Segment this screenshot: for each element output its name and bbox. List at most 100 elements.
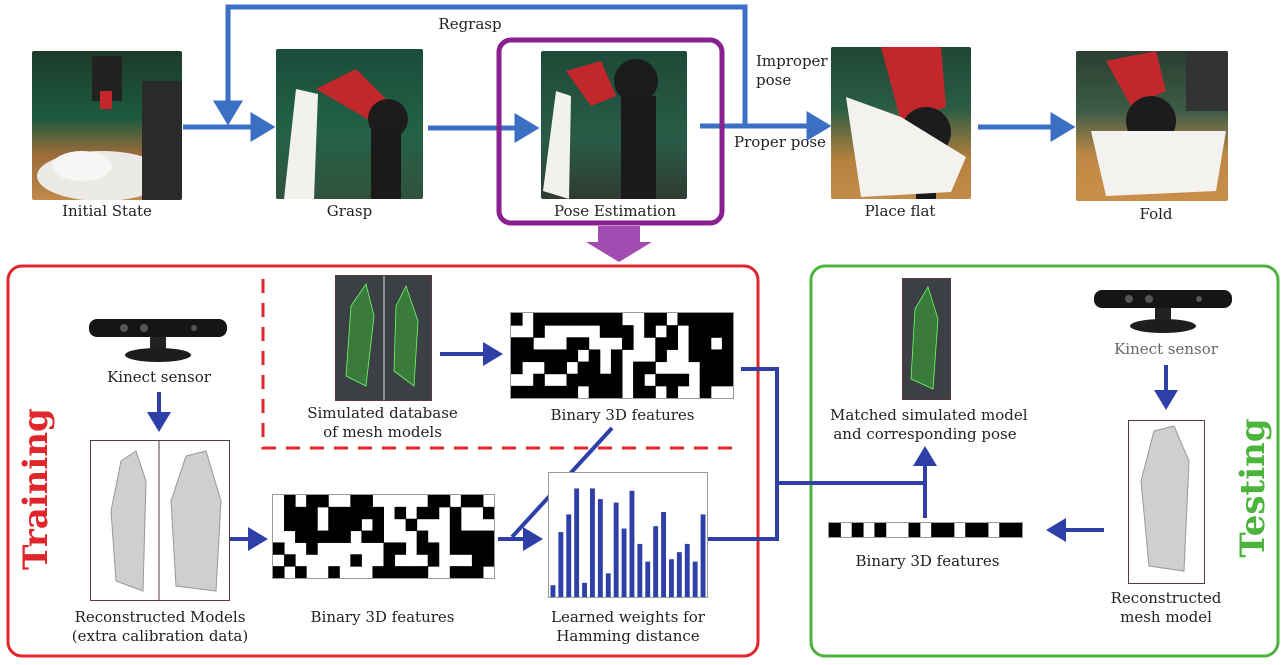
binary-cell bbox=[633, 361, 645, 375]
kinect-sensor-training-label: Kinect sensor bbox=[107, 368, 211, 386]
binary-cell bbox=[610, 313, 623, 326]
reconstructed-models-label: Reconstructed Models (extra calibration … bbox=[71, 608, 249, 645]
binary-cell bbox=[588, 385, 601, 398]
binary-cell bbox=[328, 506, 340, 520]
reconstructed-models-image bbox=[90, 440, 230, 601]
binary-cell bbox=[699, 325, 712, 338]
simulated-database-image bbox=[335, 275, 432, 401]
binary-cell bbox=[688, 313, 701, 326]
pose-estimation-drawing bbox=[543, 59, 658, 199]
binary-cell bbox=[383, 566, 396, 578]
binary-cell bbox=[449, 542, 462, 555]
binary-cell bbox=[427, 495, 440, 508]
binary-cell bbox=[699, 313, 712, 326]
binary-cell bbox=[721, 313, 733, 326]
binary-cell bbox=[273, 542, 285, 555]
binary-cell bbox=[427, 542, 440, 555]
binary-cell bbox=[699, 361, 712, 375]
binary-cell bbox=[544, 385, 556, 398]
binary-features-testing-label: Binary 3D features bbox=[855, 552, 1000, 570]
binary-cell bbox=[317, 530, 329, 543]
binary-cell bbox=[416, 506, 429, 520]
binary-cell bbox=[566, 349, 579, 363]
binary-cell bbox=[522, 349, 534, 363]
binary-cell bbox=[622, 337, 634, 350]
binary-cell bbox=[610, 325, 623, 338]
binary-cell bbox=[851, 523, 864, 537]
binary-cell bbox=[427, 506, 440, 520]
kinect-icon bbox=[89, 319, 227, 362]
binary-cell bbox=[710, 373, 723, 387]
binary-cell bbox=[361, 506, 373, 520]
pose-estimation-highlight bbox=[496, 37, 725, 226]
binary-cell bbox=[383, 542, 396, 555]
weight-bar bbox=[574, 488, 580, 597]
binary-cell bbox=[394, 542, 407, 555]
fold-drawing bbox=[1091, 51, 1228, 196]
weight-bar bbox=[653, 526, 659, 597]
binary-cell bbox=[566, 373, 579, 387]
grasp-drawing bbox=[284, 69, 408, 199]
binary-cell bbox=[372, 566, 384, 578]
binary-cell bbox=[976, 523, 989, 537]
binary-cell bbox=[471, 554, 484, 567]
initial-state-drawing bbox=[37, 56, 182, 200]
binary-cell bbox=[533, 313, 545, 326]
improper-pose-label: Improper pose bbox=[756, 52, 828, 89]
binary-features-training-label: Binary 3D features bbox=[310, 608, 455, 626]
binary-cell bbox=[555, 361, 567, 375]
binary-cell bbox=[372, 518, 384, 532]
fold-photo bbox=[1076, 51, 1228, 201]
binary-cell bbox=[361, 495, 373, 508]
binary-cell bbox=[295, 518, 307, 532]
binary-cell bbox=[710, 325, 723, 338]
binary-cell bbox=[511, 361, 523, 375]
binary-cell bbox=[599, 313, 612, 326]
testing-box bbox=[809, 264, 1280, 658]
binary-cell bbox=[511, 337, 523, 350]
binary-cell bbox=[566, 337, 579, 350]
connector-weights-to-testing bbox=[708, 483, 779, 541]
binary-cell bbox=[361, 530, 373, 543]
weight-bar bbox=[597, 499, 603, 597]
binary-cell bbox=[284, 554, 296, 567]
binary-cell bbox=[471, 542, 484, 555]
learned-weights-label: Learned weights for Hamming distance bbox=[551, 608, 705, 645]
step-label-place-flat: Place flat bbox=[864, 202, 936, 220]
binary-cell bbox=[273, 566, 285, 578]
learned-weights-chart bbox=[548, 472, 708, 598]
binary-cell bbox=[1010, 523, 1022, 537]
binary-cell bbox=[588, 313, 601, 326]
binary-cell bbox=[699, 385, 712, 398]
place-flat-drawing bbox=[846, 47, 966, 199]
kinect-icon-testing bbox=[1094, 290, 1232, 333]
place-flat-photo bbox=[831, 47, 971, 199]
binary-cell bbox=[610, 385, 623, 398]
binary-cell bbox=[449, 518, 462, 532]
weight-bar bbox=[605, 573, 611, 597]
connector-db-features-to-testing bbox=[741, 367, 925, 485]
weight-bar bbox=[637, 543, 643, 597]
binary-cell bbox=[405, 566, 418, 578]
binary-cell bbox=[394, 506, 407, 520]
binary-cell bbox=[599, 385, 612, 398]
step-label-initial-state: Initial State bbox=[62, 202, 152, 220]
binary-cell bbox=[350, 554, 362, 567]
weight-bar bbox=[669, 559, 674, 597]
binary-cell bbox=[372, 506, 384, 520]
binary-features-db-image bbox=[510, 312, 734, 399]
binary-cell bbox=[699, 337, 712, 350]
binary-cell bbox=[710, 349, 723, 363]
binary-cell bbox=[482, 506, 494, 520]
binary-cell bbox=[449, 530, 462, 543]
binary-cell bbox=[677, 373, 690, 387]
regrasp-loop-arrow bbox=[213, 4, 748, 126]
binary-cell bbox=[588, 349, 601, 363]
binary-cell bbox=[533, 373, 545, 387]
binary-cell bbox=[644, 313, 656, 326]
binary-cell bbox=[699, 349, 712, 363]
binary-cell bbox=[622, 325, 634, 338]
binary-cell bbox=[533, 325, 545, 338]
binary-cell bbox=[721, 373, 733, 387]
binary-cell bbox=[908, 523, 921, 537]
